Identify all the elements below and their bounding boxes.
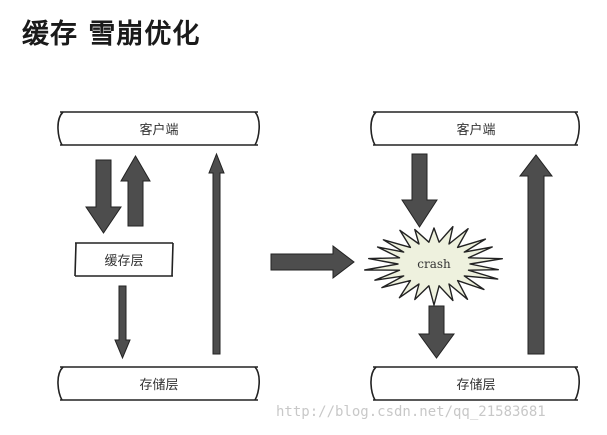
arrow-down-client-to-cache	[86, 160, 121, 233]
arrow-up-storage-to-client-right	[520, 155, 552, 354]
arrow-up-cache-to-client	[121, 156, 150, 226]
transition-arrow-right	[271, 246, 354, 278]
arrow-down-client-to-crash	[402, 154, 437, 227]
right-client-label: 客户端	[456, 122, 495, 138]
crash-label: crash	[417, 257, 451, 271]
left-storage-box: 存储层	[58, 367, 259, 400]
right-storage-box: 存储层	[371, 367, 579, 400]
left-storage-label: 存储层	[139, 378, 178, 393]
arrow-down-crash-to-storage	[419, 306, 454, 358]
right-client-box: 客户端	[371, 112, 579, 145]
arrow-up-storage-to-client	[209, 154, 224, 354]
arrow-down-cache-to-storage	[115, 286, 130, 358]
crash-starburst: crash	[365, 227, 503, 305]
left-client-box: 客户端	[58, 112, 259, 145]
watermark: http://blog.csdn.net/qq_21583681	[276, 404, 546, 420]
left-client-label: 客户端	[139, 122, 178, 138]
left-cache-box: 缓存层	[75, 243, 173, 276]
left-cache-label: 缓存层	[104, 254, 143, 269]
right-storage-label: 存储层	[456, 378, 495, 393]
